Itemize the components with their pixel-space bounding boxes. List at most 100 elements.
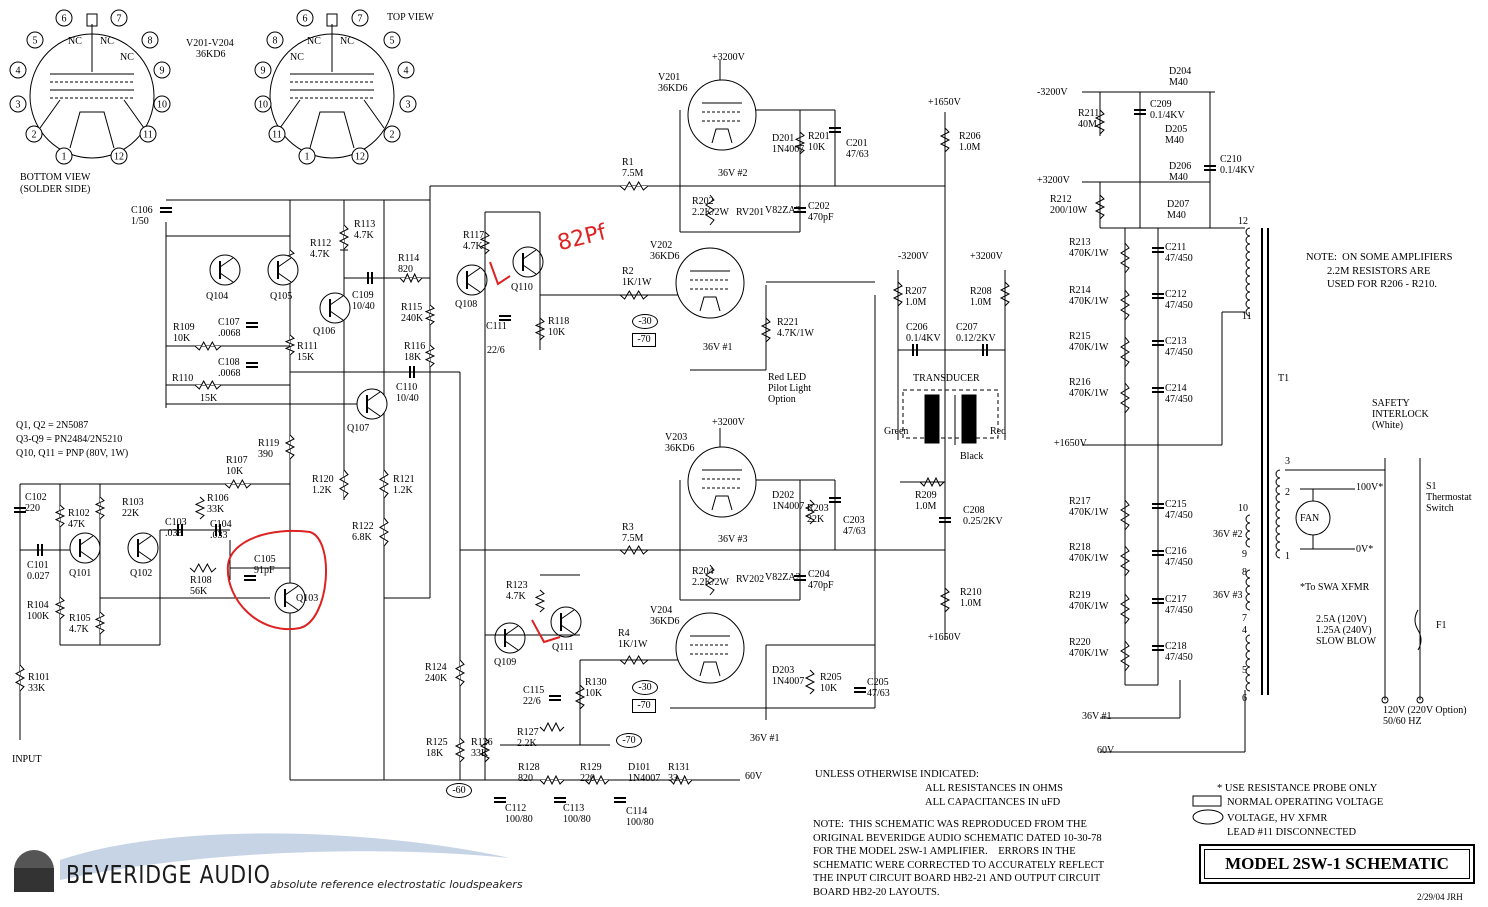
component-label: R114 820 <box>398 253 420 275</box>
component-label: R123 4.7K <box>506 580 528 602</box>
pin-number: 1 <box>62 152 67 163</box>
component-label: C207 0.12/2KV <box>956 322 996 344</box>
component-label: C213 47/450 <box>1165 336 1193 358</box>
coil-winding <box>1245 634 1251 692</box>
component-label: Q105 <box>270 291 293 302</box>
component-label: C102 220 <box>25 492 47 514</box>
transistor <box>456 264 488 296</box>
pin-number: 10 <box>258 100 268 111</box>
component-label: 22/6 <box>487 345 505 356</box>
resistor <box>54 504 66 528</box>
component-label: R211 40M <box>1078 108 1100 130</box>
resistor <box>94 496 106 520</box>
transistor-symbols <box>69 246 582 654</box>
unless-note: UNLESS OTHERWISE INDICATED: <box>815 769 979 780</box>
resistor <box>379 517 389 547</box>
transistor <box>69 532 101 564</box>
component-label: C208 0.25/2KV <box>963 505 1003 527</box>
component-label: 3 <box>1285 456 1290 467</box>
transistor-emitter <box>137 550 152 561</box>
component-label: 9 <box>1242 549 1247 560</box>
component-label: R106 33K <box>207 493 229 515</box>
component-label: R110 <box>172 373 194 384</box>
component-label: 36V #1 <box>750 733 780 744</box>
component-label: 11 <box>1242 311 1252 322</box>
component-label: C104 .033 <box>210 519 232 541</box>
vacuum-tube <box>675 612 745 684</box>
nc-label: NC <box>340 36 354 47</box>
unit-note: ALL RESISTANCES IN OHMS <box>925 783 1063 794</box>
output-stage-wiring <box>460 60 1006 780</box>
component-label: 7 <box>1242 613 1247 624</box>
component-label: *To SWA XFMR <box>1300 582 1370 593</box>
nc-label: NC <box>100 36 114 47</box>
nc-label: NC <box>68 36 82 47</box>
resistor <box>454 659 466 687</box>
transistor-collector <box>137 535 152 546</box>
component-label: R207 1.0M <box>905 286 927 308</box>
vacuum-tube <box>675 247 745 319</box>
component-label: R208 1.0M <box>970 286 992 308</box>
tube-top-view <box>269 13 395 159</box>
pin-number: 9 <box>261 66 266 77</box>
component-label: R111 15K <box>297 341 318 363</box>
nc-label: NC <box>290 52 304 63</box>
pin-number: 7 <box>358 14 363 25</box>
nc-label: NC <box>120 52 134 63</box>
tube-bottom-view <box>29 13 155 159</box>
pin-circle <box>254 61 272 79</box>
component-label: Q102 <box>130 568 153 579</box>
component-label: FAN <box>1300 513 1320 524</box>
pin-circle <box>351 9 369 27</box>
component-label: R118 10K <box>548 316 570 338</box>
transistor-collector <box>329 295 344 306</box>
resistor <box>194 496 206 520</box>
component-label: C218 47/450 <box>1165 641 1193 663</box>
pin-circle <box>266 31 284 49</box>
component-label: R130 10K <box>585 677 607 699</box>
component-label: Black <box>960 451 984 462</box>
component-label: R2 1K/1W <box>622 266 652 288</box>
component-label: R117 4.7K <box>463 230 485 252</box>
component-label: R220 470K/1W <box>1069 637 1109 659</box>
component-label: C109 10/40 <box>352 290 375 312</box>
component-label: R121 1.2K <box>393 474 415 496</box>
component-label: V82ZA2 <box>765 572 801 583</box>
component-label: R213 470K/1W <box>1069 237 1109 259</box>
resistor <box>705 564 715 596</box>
component-label: C216 47/450 <box>1165 546 1193 568</box>
pin-circle <box>139 125 157 143</box>
legend-oval-text: VOLTAGE, HV XFMR <box>1227 813 1328 824</box>
component-label: SAFETY INTERLOCK (White) <box>1372 398 1429 431</box>
component-label: Q106 <box>313 326 336 337</box>
component-label: R101 33K <box>28 672 50 694</box>
pin-circle <box>298 147 316 165</box>
pin-number: 6 <box>303 14 308 25</box>
component-label: R127 2.2K <box>517 727 539 749</box>
pin-circle <box>110 147 128 165</box>
component-label: R204 2.2K/2W <box>692 566 729 588</box>
component-label: Q107 <box>347 423 370 434</box>
transistor <box>512 246 544 278</box>
component-label: C108 .0068 <box>218 357 241 379</box>
component-label: 36V #3 <box>718 534 748 545</box>
pin-number: 8 <box>148 36 153 47</box>
component-label: +1650V <box>1054 438 1087 449</box>
pin-circle <box>254 95 272 113</box>
component-label: 5 <box>1242 665 1247 676</box>
component-label: 0V* <box>1356 544 1374 555</box>
component-label: D204 M40 <box>1169 66 1192 88</box>
pin-number: 3 <box>406 100 411 111</box>
component-label: Q103 <box>296 593 319 604</box>
component-label: +1650V <box>928 632 961 643</box>
resistor <box>454 737 466 763</box>
coil-winding <box>1275 469 1281 559</box>
resistor <box>669 774 693 786</box>
component-label: C111 <box>486 321 507 332</box>
pin-circle <box>383 31 401 49</box>
component-label: R214 470K/1W <box>1069 285 1109 307</box>
component-label: R131 33 <box>668 762 690 784</box>
pin-circle <box>397 61 415 79</box>
red-annotation <box>226 261 561 644</box>
transistor <box>356 388 388 420</box>
